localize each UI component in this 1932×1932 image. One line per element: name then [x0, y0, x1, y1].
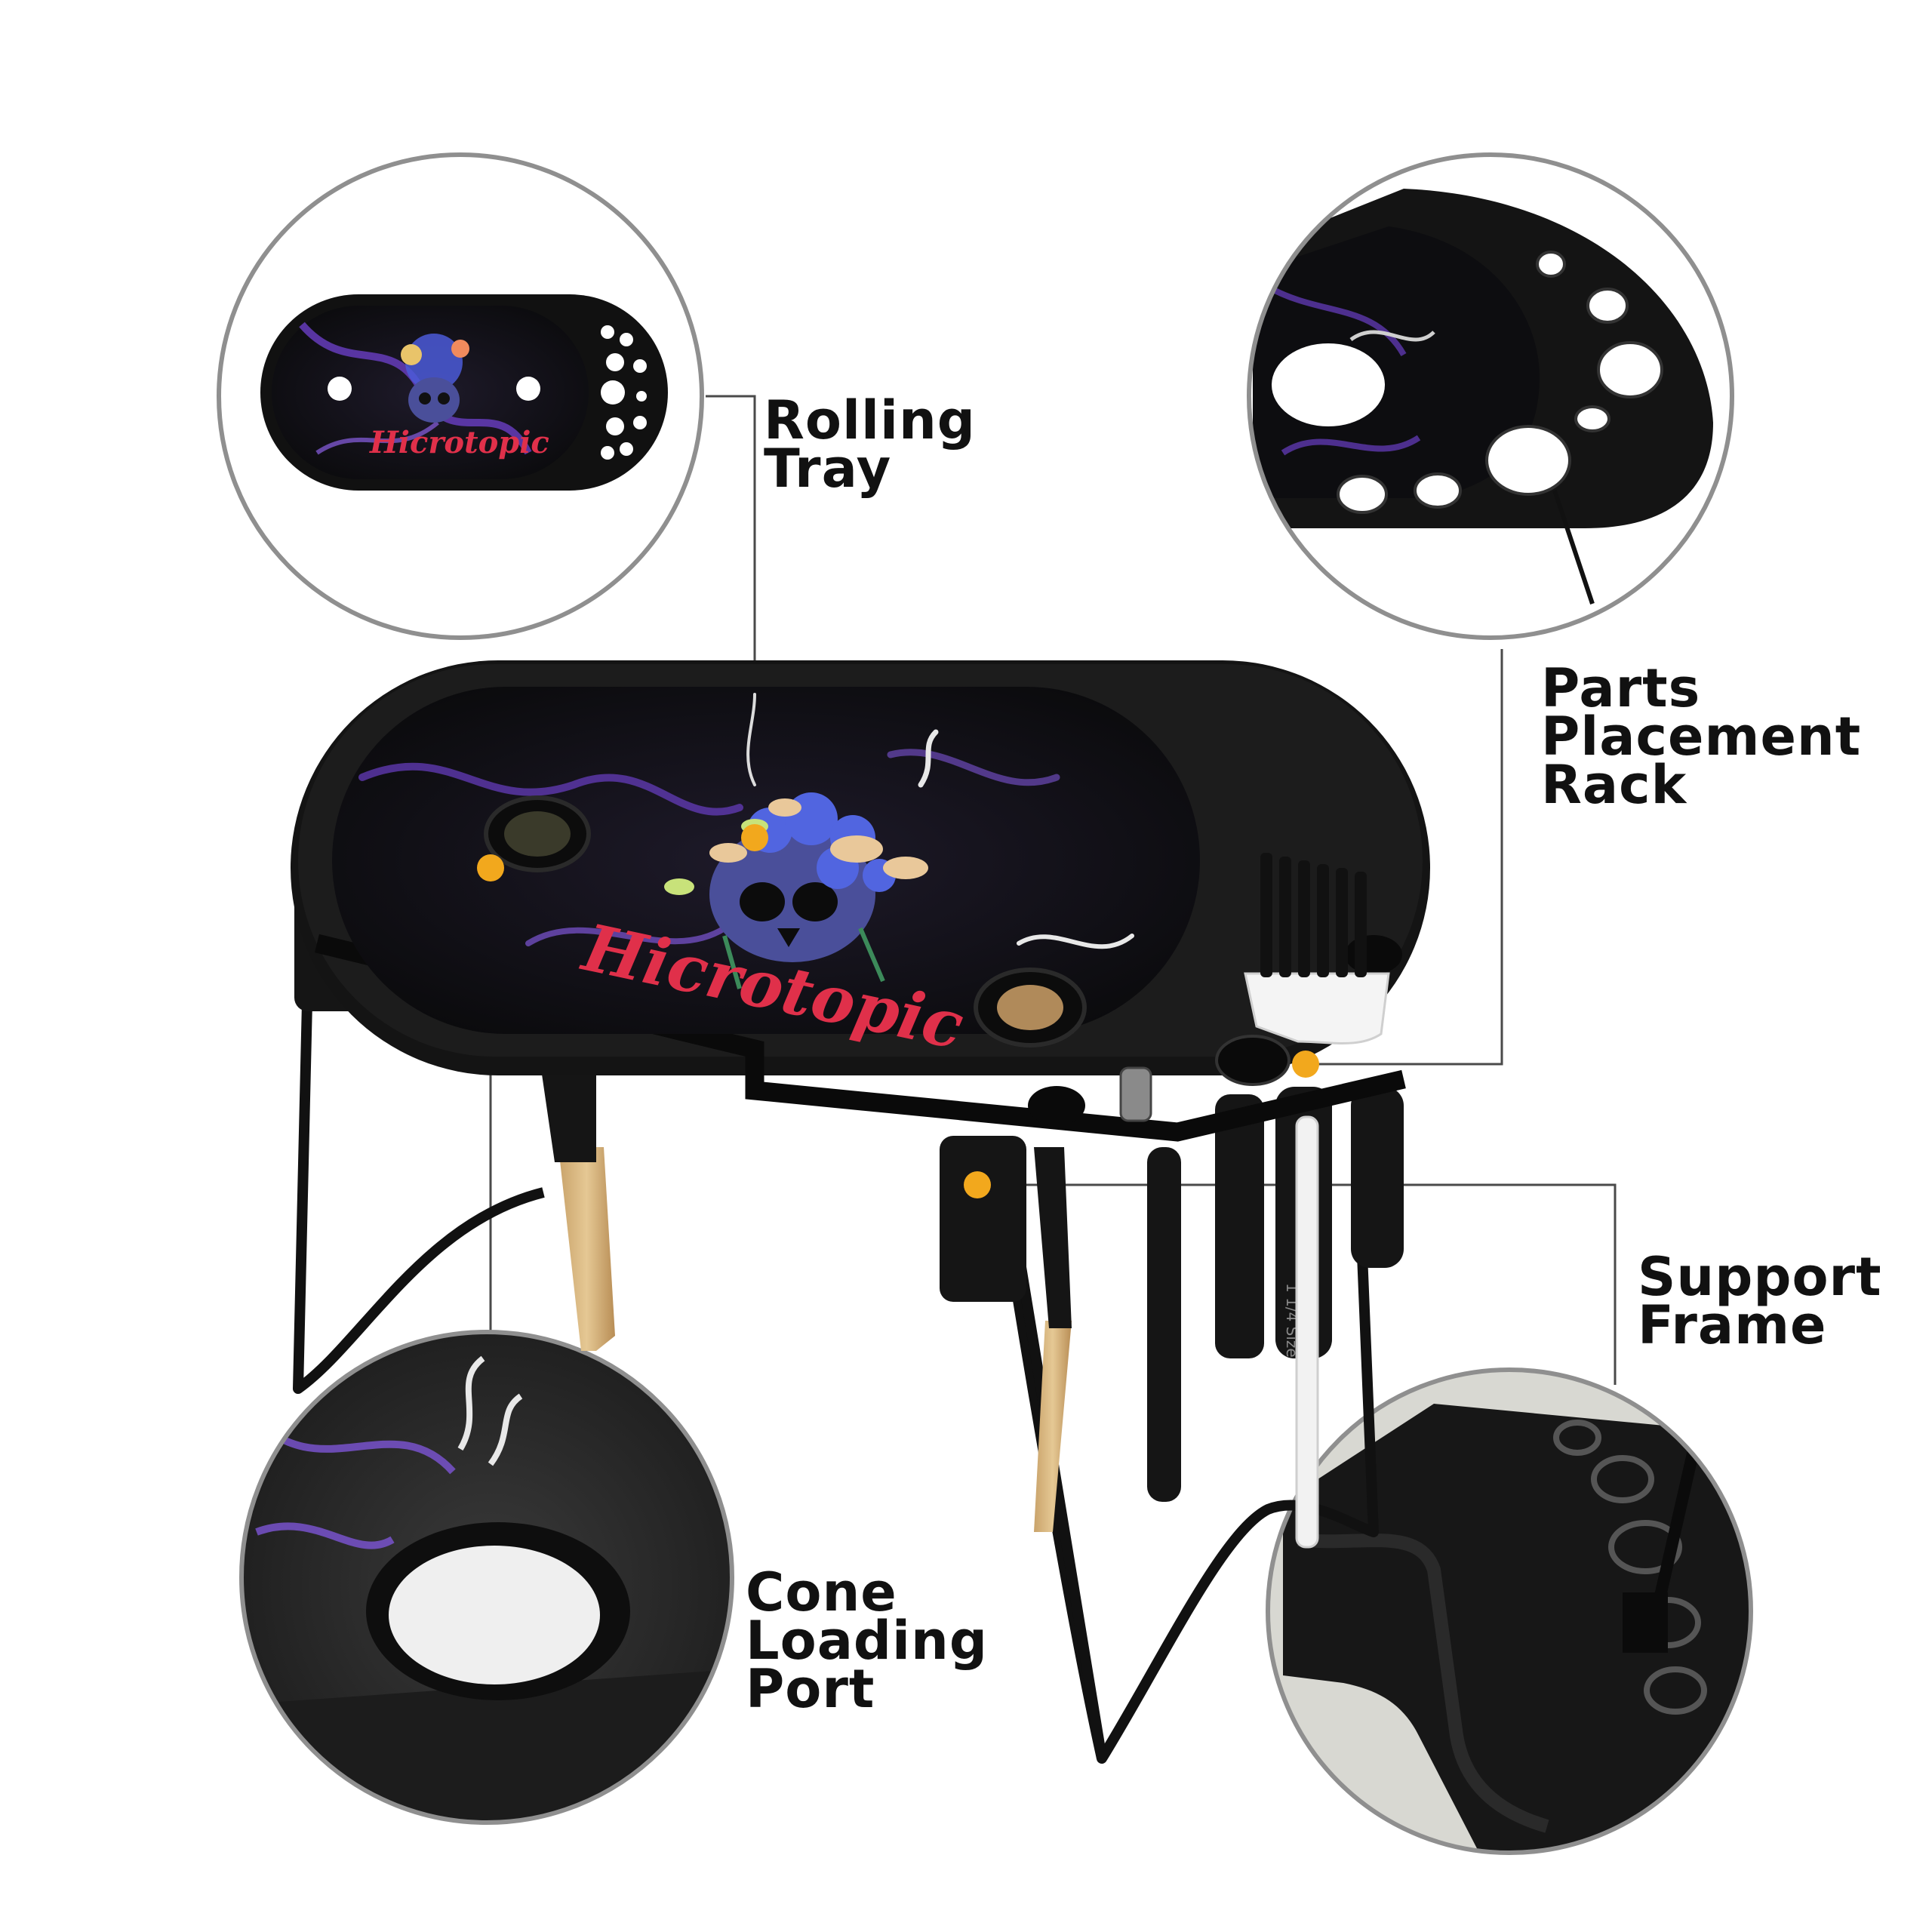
- marker-dot-parts-rack: [1292, 1051, 1319, 1078]
- skull-mushroom-artwork-icon: [664, 792, 928, 989]
- mini-port-hole-right: [516, 377, 540, 401]
- cleaning-brush-icon: [1244, 853, 1390, 1044]
- tray-cone-ports: [484, 795, 1087, 1048]
- label-line: Rack: [1541, 754, 1687, 816]
- label-parts-placement-rack: Parts Placement Rack: [1541, 657, 1862, 816]
- zoom-circle-border: [239, 1330, 734, 1825]
- marker-dot-rolling-tray: [741, 824, 768, 851]
- label-line: Placement: [1541, 706, 1862, 768]
- marker-dot-cone-port: [477, 854, 504, 881]
- white-tool: [1295, 1115, 1319, 1549]
- label-line: Loading: [746, 1610, 988, 1672]
- main-product-tray: 1 1/4 Size: [291, 660, 1430, 1764]
- label-line: Frame: [1638, 1294, 1827, 1356]
- zoom-circle-support-frame: [1266, 1367, 1753, 1855]
- zoom-circle-border: [1266, 1367, 1753, 1855]
- label-line: Parts: [1541, 657, 1701, 719]
- rack-closeup-holes: [1337, 251, 1663, 514]
- zoom-circle-rolling-tray: Hicrotopic: [217, 152, 704, 640]
- poker-tool: [1147, 1147, 1181, 1502]
- frame-closeup-body: [1283, 1404, 1751, 1853]
- rack-closeup-port-hole: [1272, 343, 1385, 426]
- label-line: Tray: [764, 438, 892, 500]
- label-line: Cone: [746, 1561, 897, 1623]
- marker-dot-support-frame: [964, 1171, 991, 1198]
- label-line: Rolling: [764, 389, 976, 451]
- mini-skull-art-icon: [405, 334, 463, 391]
- label-line: Port: [746, 1658, 875, 1720]
- zoom-circle-border: [217, 152, 704, 640]
- leader-line-parts-rack: [1306, 649, 1503, 1066]
- leader-line-support-frame: [977, 1183, 1617, 1385]
- wooden-cones: [558, 1147, 1072, 1532]
- zoom-circle-parts-rack: [1247, 152, 1734, 640]
- label-support-frame: Support Frame: [1638, 1246, 1882, 1356]
- mini-tray-logo: Hicrotopic: [369, 425, 549, 460]
- mini-rack-holes: [601, 325, 647, 460]
- label-line: Support: [1638, 1246, 1882, 1308]
- label-cone-loading-port: Cone Loading Port: [746, 1561, 988, 1720]
- marker-dots: [477, 824, 1319, 1198]
- mini-port-hole-left: [328, 377, 352, 401]
- zoom-circle-border: [1247, 152, 1734, 640]
- label-rolling-tray: Rolling Tray: [764, 389, 976, 500]
- port-closeup-opening: [389, 1546, 600, 1684]
- tray-swirl-art: [358, 693, 1134, 949]
- zoom-circle-cone-port: [239, 1330, 734, 1825]
- tool-clip: [1119, 1066, 1152, 1122]
